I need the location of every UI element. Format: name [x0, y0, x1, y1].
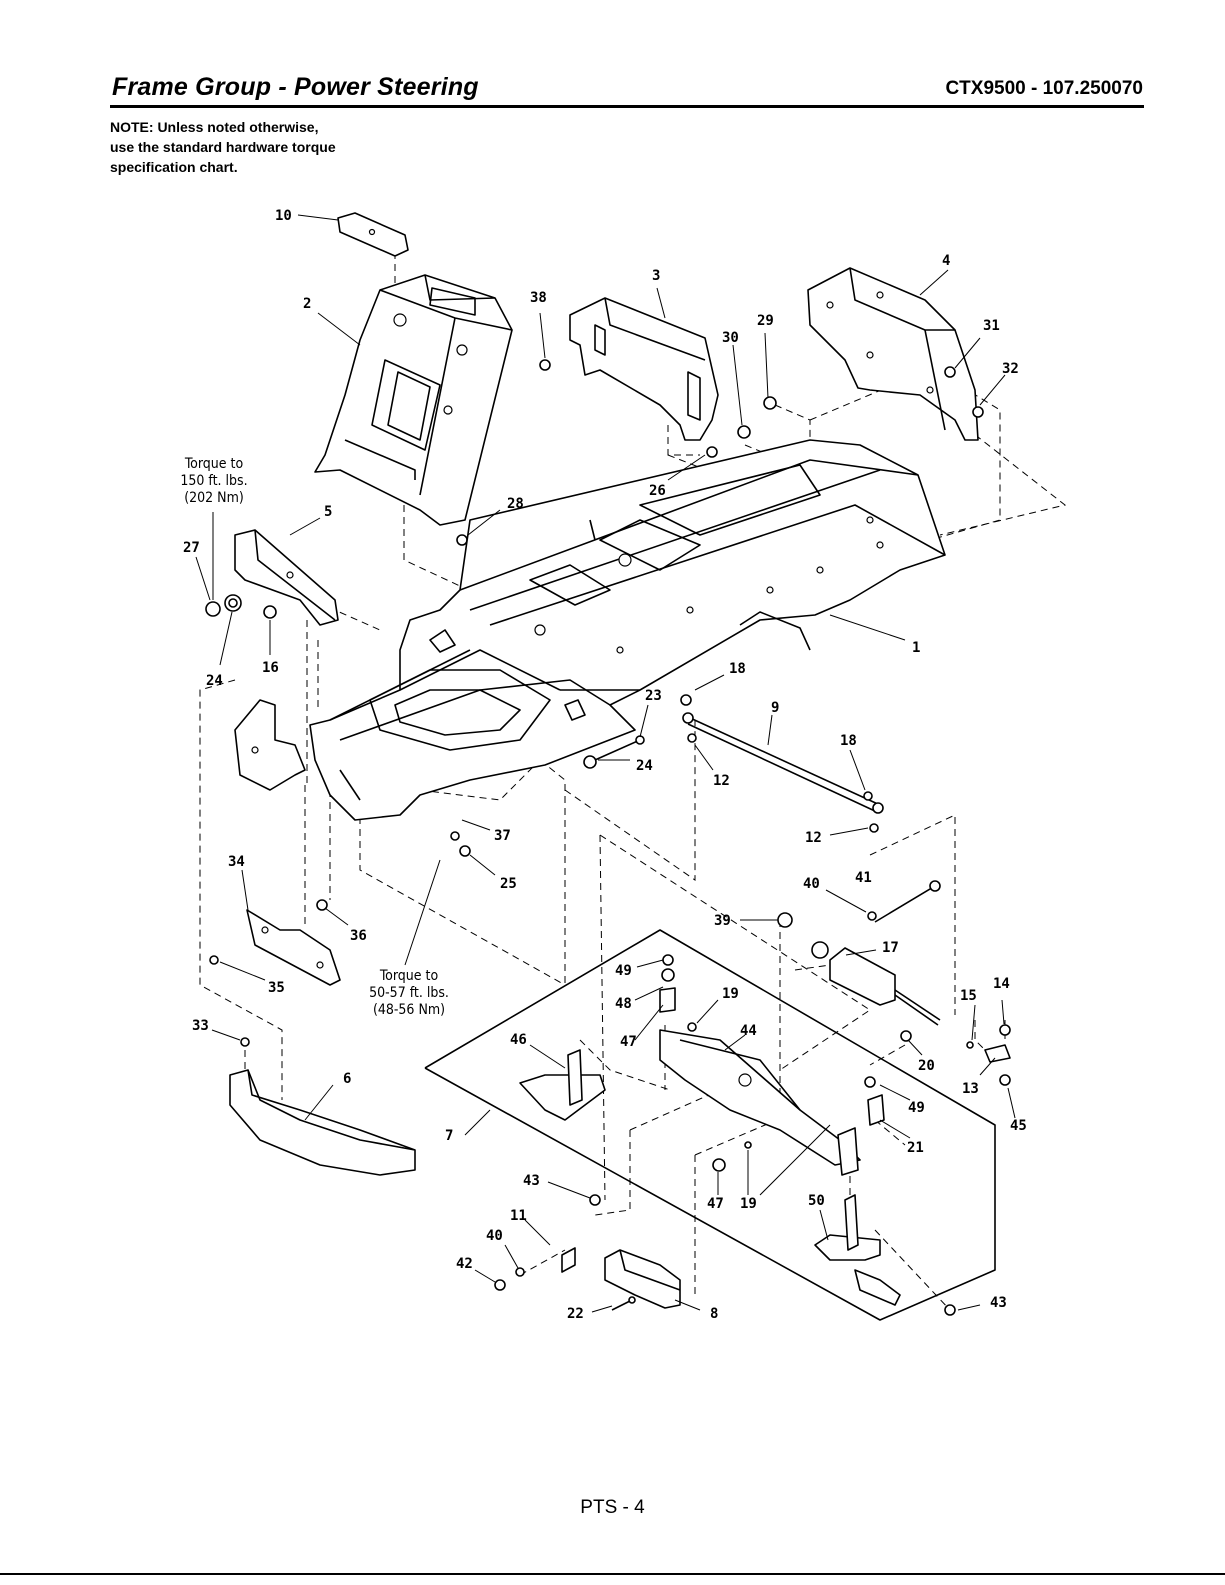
callout-31: 31: [983, 318, 1000, 334]
header-divider: [110, 105, 1144, 108]
callout-labels: 10 2 38 3 4 29 30 31 32 26 28 5 27 24 16…: [183, 208, 1027, 1322]
callout-49a: 49: [615, 963, 632, 979]
callout-15: 15: [960, 988, 977, 1004]
callout-49b: 49: [908, 1100, 925, 1116]
left-hardware: [205, 594, 277, 619]
callout-45: 45: [1010, 1118, 1027, 1134]
callout-10: 10: [275, 208, 292, 224]
callout-32: 32: [1002, 361, 1019, 377]
callout-44: 44: [740, 1023, 757, 1039]
callout-47a: 47: [620, 1034, 637, 1050]
part-6-bumper: [229, 1037, 416, 1176]
callout-5: 5: [324, 504, 332, 520]
page-title: Frame Group - Power Steering: [112, 73, 479, 101]
callout-19a: 19: [722, 986, 739, 1002]
part-8-bracket: [494, 1247, 681, 1311]
callout-12a: 12: [713, 773, 730, 789]
callout-50: 50: [808, 1193, 825, 1209]
callout-16: 16: [262, 660, 279, 676]
callout-30: 30: [722, 330, 739, 346]
callout-26: 26: [649, 483, 666, 499]
callout-12b: 12: [805, 830, 822, 846]
callout-37: 37: [494, 828, 511, 844]
model-number: CTX9500 - 107.250070: [945, 78, 1143, 99]
callout-46: 46: [510, 1032, 527, 1048]
callout-17: 17: [882, 940, 899, 956]
page-number: PTS - 4: [580, 1497, 645, 1518]
callout-leaders: [195, 214, 1016, 1313]
spindle-parts: [519, 954, 1011, 1316]
torque-50-line-1: Torque to: [379, 968, 439, 984]
part-5-front-bracket: [234, 529, 339, 626]
callout-41: 41: [855, 870, 872, 886]
callout-47b: 47: [707, 1196, 724, 1212]
torque-150-line-1: Torque to: [184, 456, 244, 472]
callout-2: 2: [303, 296, 311, 312]
part-7-front-axle-group: [424, 929, 996, 1321]
torque-150-line-2: 150 ft. lbs.: [180, 473, 247, 489]
callout-20: 20: [918, 1058, 935, 1074]
part-3-side-bracket: [569, 297, 719, 441]
part-2-dash-tower: [314, 274, 513, 526]
part-4-rear-bracket: [807, 267, 979, 441]
callout-35: 35: [268, 980, 285, 996]
note-line-3: specification chart.: [110, 159, 238, 175]
callout-9: 9: [771, 700, 779, 716]
callout-40a: 40: [803, 876, 820, 892]
callout-11: 11: [510, 1208, 527, 1224]
top-hardware: [456, 359, 984, 546]
callout-21: 21: [907, 1140, 924, 1156]
torque-annotation-50-57: Torque to 50-57 ft. lbs. (48-56 Nm): [369, 968, 449, 1018]
callout-18a: 18: [729, 661, 746, 677]
callout-14: 14: [993, 976, 1010, 992]
left-front-plate: [234, 699, 306, 791]
callout-36: 36: [350, 928, 367, 944]
note-line-1: NOTE: Unless noted otherwise,: [110, 119, 319, 135]
callout-19b: 19: [740, 1196, 757, 1212]
callout-7: 7: [445, 1128, 453, 1144]
callout-27: 27: [183, 540, 200, 556]
torque-note: NOTE: Unless noted otherwise, use the st…: [110, 117, 410, 177]
part-17-steering-cylinder: [777, 880, 941, 1026]
callout-24a: 24: [206, 673, 223, 689]
callout-40b: 40: [486, 1228, 503, 1244]
callout-25: 25: [500, 876, 517, 892]
callout-4: 4: [942, 253, 950, 269]
footer-divider: [0, 1573, 1225, 1575]
callout-42: 42: [456, 1256, 473, 1272]
part-34-bracket: [209, 831, 471, 986]
callout-28: 28: [507, 496, 524, 512]
torque-150-line-3: (202 Nm): [184, 490, 244, 506]
part-9-drag-link: [680, 694, 884, 833]
callout-33: 33: [192, 1018, 209, 1034]
callout-43a: 43: [523, 1173, 540, 1189]
callout-48: 48: [615, 996, 632, 1012]
torque-50-line-2: 50-57 ft. lbs.: [369, 985, 449, 1001]
callout-1: 1: [912, 640, 920, 656]
torque-annotation-150: Torque to 150 ft. lbs. (202 Nm): [180, 456, 247, 506]
part-10-bracket: [337, 212, 409, 257]
callout-38: 38: [530, 290, 547, 306]
callout-34: 34: [228, 854, 245, 870]
callout-13: 13: [962, 1081, 979, 1097]
callout-22: 22: [567, 1306, 584, 1322]
callout-8: 8: [710, 1306, 718, 1322]
callout-39: 39: [714, 913, 731, 929]
callout-43b: 43: [990, 1295, 1007, 1311]
callout-3: 3: [652, 268, 660, 284]
callout-6: 6: [343, 1071, 351, 1087]
callout-24b: 24: [636, 758, 653, 774]
callout-29: 29: [757, 313, 774, 329]
note-line-2: use the standard hardware torque: [110, 139, 336, 155]
torque-50-line-3: (48-56 Nm): [373, 1002, 445, 1018]
callout-23: 23: [645, 688, 662, 704]
callout-18b: 18: [840, 733, 857, 749]
